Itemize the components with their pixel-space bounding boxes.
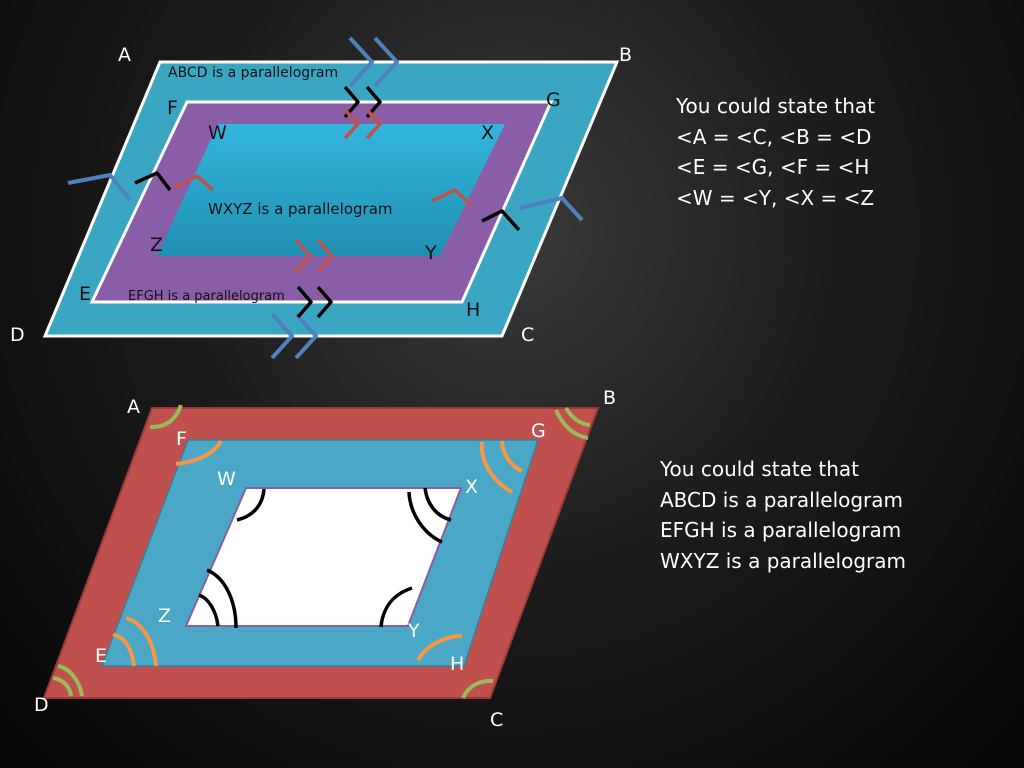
parallel-mark-dc: [270, 312, 318, 360]
vertex-label-x-top: X: [481, 122, 494, 144]
vertex-label-e-bottom: E: [95, 645, 107, 667]
angle-arc-c: [461, 678, 494, 699]
vertex-label-h-bottom: H: [450, 653, 464, 675]
note-line: EFGH is a parallelogram: [660, 518, 902, 542]
note-angles: You could state that <A = <C, <B = <D <E…: [676, 91, 875, 213]
parallel-mark-gh: [481, 209, 521, 232]
vertex-label-z-bottom: Z: [158, 605, 171, 627]
vertex-label-a-top: A: [118, 44, 131, 66]
vertex-label-d-bottom: D: [34, 694, 49, 716]
note-line: You could state that: [676, 94, 875, 118]
parallelogram-wxyz: [157, 124, 505, 256]
parallel-mark-fg: [343, 85, 382, 119]
vertex-label-y-bottom: Y: [407, 620, 420, 642]
note-line: <W = <Y, <X = <Z: [676, 185, 875, 210]
vertex-label-d-top: D: [10, 324, 25, 346]
parallel-mark-xy: [431, 188, 473, 207]
angle-arc-z-outer: [206, 568, 238, 629]
note-line: <E = <G, <F = <H: [676, 155, 870, 179]
parallel-mark-zy: [294, 238, 334, 274]
angle-arc-d-inner: [52, 676, 73, 697]
angle-arc-g-inner: [500, 440, 523, 473]
angle-arc-f: [175, 439, 223, 466]
parallel-mark-fe: [134, 171, 172, 192]
vertex-label-c-top: C: [521, 324, 534, 346]
angle-arc-e-outer: [125, 616, 158, 667]
label-wxyz-statement: WXYZ is a parallelogram: [208, 200, 393, 218]
vertex-label-z-top: Z: [150, 234, 163, 256]
vertex-label-g-bottom: G: [531, 420, 546, 442]
parallel-mark-ab: [348, 36, 399, 88]
vertex-label-y-top: Y: [424, 242, 437, 264]
angle-arc-e-inner: [112, 633, 136, 667]
parallel-mark-wz: [173, 174, 215, 192]
angle-arc-w: [236, 488, 266, 522]
label-efgh-statement: EFGH is a parallelogram: [128, 289, 285, 304]
parallel-mark-wx: [343, 108, 382, 140]
note-parallelograms: You could state that ABCD is a parallelo…: [660, 454, 906, 576]
vertex-label-f-bottom: F: [176, 428, 187, 450]
note-line: WXYZ is a parallelogram: [660, 548, 906, 573]
angle-arc-b-inner: [564, 406, 591, 427]
angle-arc-x-inner: [423, 487, 452, 522]
vertex-label-h-top: H: [466, 299, 480, 321]
vertex-label-b-top: B: [619, 44, 632, 66]
vertex-label-b-bottom: B: [603, 387, 616, 409]
vertex-label-w-bottom: W: [217, 468, 236, 490]
note-line: ABCD is a parallelogram: [660, 487, 904, 512]
parallel-mark-bc: [519, 196, 584, 222]
vertex-label-f-top: F: [167, 97, 178, 119]
angle-arc-d-outer: [57, 664, 84, 697]
angle-arc-a: [149, 404, 183, 430]
parallelogram-wxyz-bottom: [184, 487, 463, 627]
parallel-mark-eh: [296, 285, 333, 319]
angle-arc-y: [379, 586, 413, 628]
angle-arc-b-outer: [554, 409, 589, 440]
angle-arc-g-outer: [479, 441, 513, 494]
vertex-label-e-top: E: [79, 283, 91, 305]
label-abcd-statement: ABCD is a parallelogram: [168, 65, 338, 81]
note-line: <A = <C, <B = <D: [676, 124, 872, 149]
vertex-label-c-bottom: C: [490, 709, 503, 731]
vertex-label-a-bottom: A: [127, 396, 140, 418]
angle-arc-x-outer: [407, 491, 443, 544]
parallel-mark-ad: [67, 173, 132, 202]
angle-arc-h: [416, 634, 463, 662]
vertex-label-x-bottom: X: [465, 476, 478, 498]
vertex-label-w-top: W: [208, 122, 227, 144]
angle-arc-z-inner: [198, 593, 220, 627]
note-line: You could state that: [660, 457, 859, 481]
vertex-label-g-top: G: [546, 89, 561, 111]
